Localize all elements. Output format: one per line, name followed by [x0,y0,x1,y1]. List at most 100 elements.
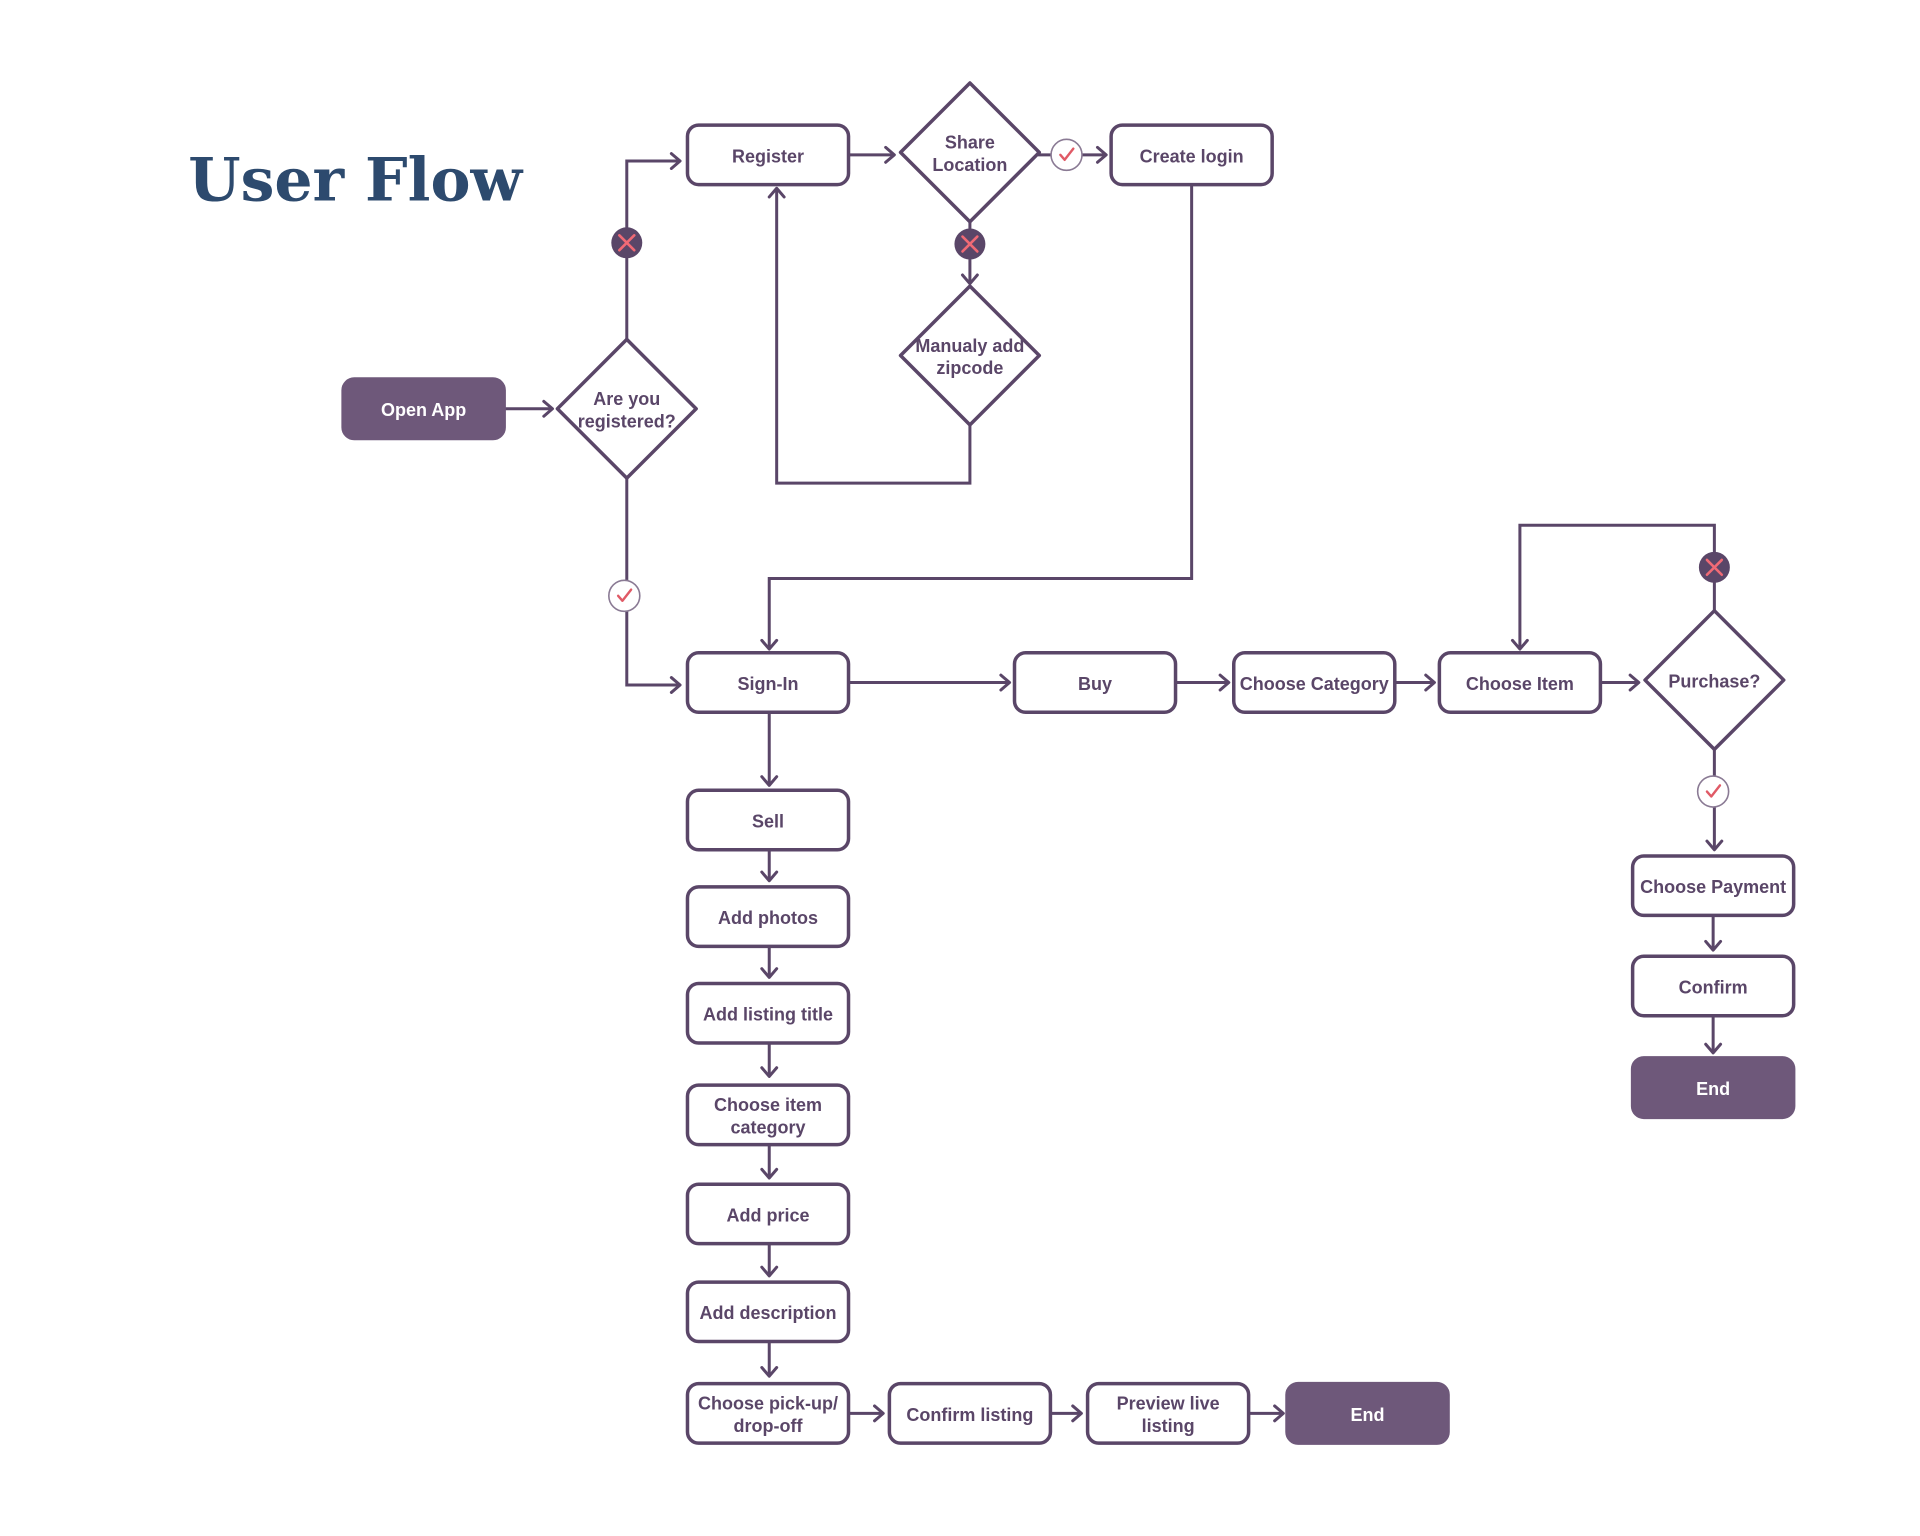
node-shape [341,377,506,441]
edge-choose-payment-to-confirm [1704,915,1723,952]
edge-registered-yes-to-sign-in [625,478,682,694]
node-shape [685,1083,851,1147]
edge-sign-in-to-buy [849,673,1012,692]
sell-label: Sell [752,811,784,831]
arrowhead [760,638,779,651]
registered-yes-check-icon [608,579,641,613]
edge-add-photos-to-add-listing-title [760,946,779,979]
arrowhead [669,152,682,170]
edge-pickup-dropoff-to-confirm-listing [849,1404,885,1423]
add-photos-label: Add photos [718,908,818,928]
arrowhead [1071,1404,1083,1423]
end-buy-node: End [1630,1056,1796,1120]
arrowhead [760,1066,779,1078]
choose-payment-label: Choose Payment [1640,877,1786,897]
purchase-yes-check-icon [1696,775,1730,808]
create-login-node: Create login [1109,123,1274,187]
decision-shape [898,284,1042,427]
create-login-label: Create login [1140,146,1244,166]
confirm-listing-node: Confirm listing [887,1381,1053,1445]
node-shape [1285,1381,1450,1445]
arrowhead [760,870,779,883]
confirm-listing-label: Confirm listing [906,1405,1033,1425]
add-photos-node: Add photos [685,885,851,949]
edge-confirm-listing-to-preview-listing [1050,1404,1083,1423]
open-app-node: Open App [341,377,506,441]
edge-purchase-no-to-choose-item [1510,523,1716,651]
add-price-node: Add price [685,1182,851,1246]
decision-shape [1643,608,1786,752]
node-shape [685,651,851,715]
choose-category-node: Choose Category [1232,651,1397,715]
arrowhead [960,273,979,286]
node-shape [1437,651,1603,715]
pickup-dropoff-label: Choose pick-up/drop-off [698,1394,838,1436]
add-description-label: Add description [699,1303,836,1323]
arrowhead [1510,638,1529,651]
edge-preview-listing-to-end [1248,1404,1285,1423]
purchase-no-cross-icon [1698,551,1730,583]
edge-choose-item-category-to-add-price [760,1144,779,1180]
node-shape [685,1182,851,1246]
arrowhead [760,967,779,979]
share-location-no-cross-icon [954,228,986,260]
edge-manual-zip-to-register [767,186,972,485]
edge-add-description-to-pickup-dropoff [760,1341,779,1378]
arrowhead [873,1404,885,1423]
share-location-yes-check-icon [1050,138,1083,172]
node-shape [1109,123,1274,187]
choose-item-label: Choose Item [1466,674,1574,694]
add-listing-title-node: Add listing title [685,981,851,1045]
confirm-node: Confirm [1630,954,1796,1018]
arrowhead [1424,673,1436,692]
node-shape [685,788,851,852]
node-shape [685,981,851,1045]
pickup-dropoff-node: Choose pick-up/drop-off [685,1381,851,1445]
arrowhead [760,1366,779,1378]
node-shape [1630,954,1796,1018]
arrowhead [1218,673,1231,692]
edge-register-to-share-location [849,145,896,164]
node-shape [1232,651,1397,715]
edge-choose-item-to-purchase [1600,673,1641,692]
purchase-decision: Purchase? [1643,608,1786,752]
edge-sell-to-add-photos [760,849,779,883]
edge-create-login-to-sign-in [760,185,1194,651]
end-sell-label: End [1351,1405,1385,1425]
edge-open-app-to-registered [505,399,554,418]
register-node: Register [685,123,851,187]
arrowhead [1705,839,1724,852]
arrowhead [1628,673,1641,692]
sign-in-node: Sign-In [685,651,851,715]
arrowhead [884,145,896,164]
node-shape [1630,854,1796,918]
sign-in-label: Sign-In [738,674,799,694]
registered-no-cross-icon [611,227,643,259]
choose-category-label: Choose Category [1240,674,1389,694]
choose-item-node: Choose Item [1437,651,1603,715]
add-listing-title-label: Add listing title [703,1005,833,1025]
arrowhead [760,1265,779,1278]
arrowhead [760,775,779,787]
open-app-label: Open App [381,400,466,420]
decision-shape [898,81,1042,224]
node-shape [685,885,851,949]
end-buy-label: End [1696,1079,1730,1099]
arrowhead [542,399,554,418]
node-shape [685,123,851,187]
edge-confirm-to-end [1704,1015,1723,1055]
end-sell-node: End [1285,1381,1450,1445]
edge-buy-to-choose-category [1176,673,1231,692]
arrowhead [1096,145,1108,164]
node-shape [1630,1056,1796,1120]
arrowhead [760,1167,779,1180]
